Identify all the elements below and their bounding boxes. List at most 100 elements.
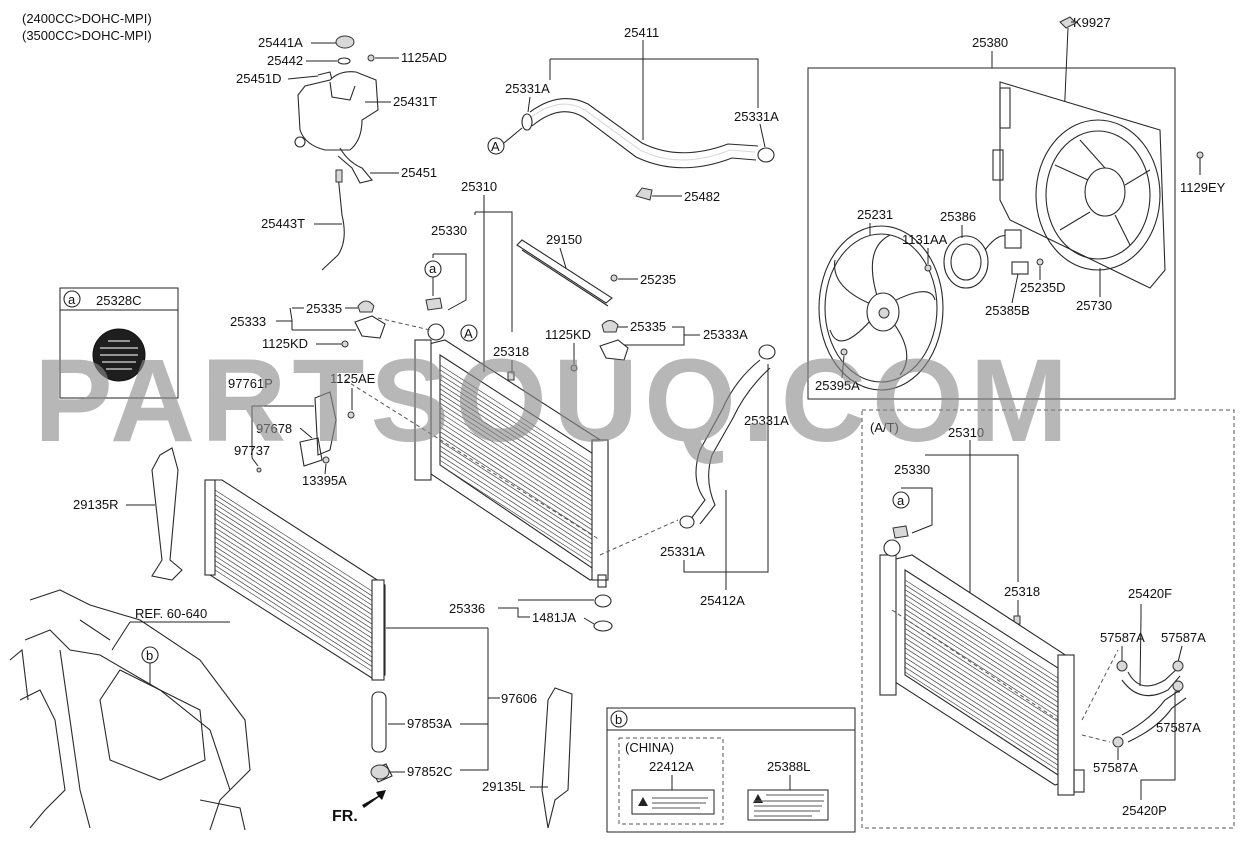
- reference-label[interactable]: REF. 60-640: [135, 606, 207, 621]
- radiator-cap[interactable]: [427, 323, 445, 341]
- part-label[interactable]: 25730: [1076, 298, 1112, 313]
- level-sensor-wire[interactable]: [321, 174, 345, 271]
- part-label[interactable]: 1125AD: [401, 50, 447, 65]
- part-label[interactable]: 1125KD: [545, 327, 591, 342]
- part-label[interactable]: 25335: [630, 319, 666, 334]
- part-label[interactable]: 25331A: [744, 413, 789, 428]
- bolt-icon[interactable]: [610, 274, 618, 282]
- side-air-guard-right[interactable]: [151, 447, 183, 581]
- overflow-hose[interactable]: [317, 71, 333, 81]
- part-label[interactable]: 25442: [267, 53, 303, 68]
- caution-label[interactable]: [425, 297, 443, 311]
- part-label[interactable]: 25380: [972, 35, 1008, 50]
- part-label[interactable]: 25235D: [1020, 280, 1066, 295]
- part-label[interactable]: 97853A: [407, 716, 452, 731]
- callout-A[interactable]: [487, 137, 505, 155]
- part-label[interactable]: 25431T: [393, 94, 437, 109]
- part-label[interactable]: 25333A: [703, 327, 748, 342]
- part-label[interactable]: 97678: [256, 421, 292, 436]
- part-label[interactable]: 22412A: [649, 759, 694, 774]
- part-label[interactable]: 25330: [894, 462, 930, 477]
- part-label[interactable]: 25451D: [236, 71, 282, 86]
- part-label[interactable]: 57587A: [1161, 630, 1206, 645]
- part-label[interactable]: 97606: [501, 691, 537, 706]
- part-label[interactable]: 25388L: [767, 759, 810, 774]
- fan-motor[interactable]: [943, 229, 1029, 289]
- radiator-bushing[interactable]: [593, 620, 613, 632]
- hose-clamp[interactable]: [521, 113, 533, 131]
- fan-shroud[interactable]: [992, 81, 1166, 289]
- reservoir-cap[interactable]: [335, 35, 355, 49]
- part-label[interactable]: 97852C: [407, 764, 453, 779]
- reservoir-tank[interactable]: [297, 71, 379, 151]
- part-label[interactable]: 97761P: [228, 376, 273, 391]
- part-label[interactable]: 29135L: [482, 779, 525, 794]
- part-label[interactable]: 25231: [857, 207, 893, 222]
- upper-radiator-hose[interactable]: [521, 98, 775, 201]
- hose-clip[interactable]: [635, 187, 653, 201]
- part-label[interactable]: 25443T: [261, 216, 305, 231]
- part-label[interactable]: 25441A: [258, 35, 303, 50]
- bolt-icon[interactable]: [1196, 151, 1204, 159]
- part-label[interactable]: 29150: [546, 232, 582, 247]
- part-label[interactable]: 25412A: [700, 593, 745, 608]
- part-label[interactable]: K9927: [1073, 15, 1111, 30]
- callout-A[interactable]: [460, 324, 478, 342]
- part-label[interactable]: 1125AE: [330, 371, 376, 386]
- part-label[interactable]: 25420F: [1128, 586, 1172, 601]
- sensor-bracket[interactable]: [256, 391, 355, 473]
- mount-bracket-right[interactable]: [570, 320, 629, 372]
- bolt-icon[interactable]: [1036, 258, 1044, 266]
- hose-clamp[interactable]: [757, 147, 775, 163]
- part-label[interactable]: 13395A: [302, 473, 347, 488]
- warning-label[interactable]: [747, 789, 829, 821]
- condenser[interactable]: [204, 479, 386, 681]
- part-label[interactable]: 25333: [230, 314, 266, 329]
- fan-blade[interactable]: [818, 225, 944, 391]
- part-label[interactable]: 97737: [234, 443, 270, 458]
- part-label[interactable]: 1129EY: [1180, 180, 1226, 195]
- bolt-icon[interactable]: [367, 54, 375, 62]
- part-label[interactable]: 25331A: [734, 109, 779, 124]
- bolt-icon[interactable]: [840, 348, 848, 356]
- part-label[interactable]: 1125KD: [262, 336, 308, 351]
- air-guard-bar[interactable]: [516, 239, 613, 307]
- part-label[interactable]: 25310: [461, 179, 497, 194]
- part-label[interactable]: 1131AA: [902, 232, 948, 247]
- part-label[interactable]: 25330: [431, 223, 467, 238]
- warning-label[interactable]: [631, 789, 715, 815]
- part-label[interactable]: 25451: [401, 165, 437, 180]
- part-label[interactable]: 25235: [640, 272, 676, 287]
- reservoir-hose[interactable]: [337, 147, 373, 184]
- hose-clamp[interactable]: [679, 515, 695, 529]
- cap-seal[interactable]: [337, 57, 351, 65]
- part-label[interactable]: 25310: [948, 425, 984, 440]
- part-label[interactable]: 25331A: [660, 544, 705, 559]
- part-label[interactable]: 25331A: [505, 81, 550, 96]
- region-label[interactable]: (CHINA): [625, 740, 674, 755]
- part-label[interactable]: 25386: [940, 209, 976, 224]
- part-label[interactable]: 25482: [684, 189, 720, 204]
- part-label[interactable]: 29135R: [73, 497, 119, 512]
- part-label[interactable]: 57587A: [1100, 630, 1145, 645]
- part-label[interactable]: 57587A: [1156, 720, 1201, 735]
- box-title[interactable]: (A/T): [870, 420, 899, 435]
- part-label[interactable]: 25335: [306, 301, 342, 316]
- box-title[interactable]: 25328C: [96, 293, 142, 308]
- at-radiator[interactable]: [879, 539, 1085, 796]
- part-label[interactable]: 1481JA: [532, 610, 576, 625]
- side-air-guard-left[interactable]: [541, 687, 573, 829]
- part-label[interactable]: 25318: [493, 344, 529, 359]
- part-label[interactable]: 25336: [449, 601, 485, 616]
- clip-icon[interactable]: [1059, 16, 1077, 29]
- part-label[interactable]: 25318: [1004, 584, 1040, 599]
- hose-clamp[interactable]: [758, 344, 776, 360]
- part-label[interactable]: 57587A: [1093, 760, 1138, 775]
- part-label[interactable]: 25411: [624, 25, 659, 40]
- radiator-bushing[interactable]: [594, 594, 612, 608]
- oil-cooler-hose[interactable]: [1112, 660, 1187, 748]
- part-label[interactable]: 25420P: [1122, 803, 1167, 818]
- radiator[interactable]: [414, 323, 609, 588]
- bolt-icon[interactable]: [924, 264, 932, 272]
- part-label[interactable]: 25385B: [985, 303, 1030, 318]
